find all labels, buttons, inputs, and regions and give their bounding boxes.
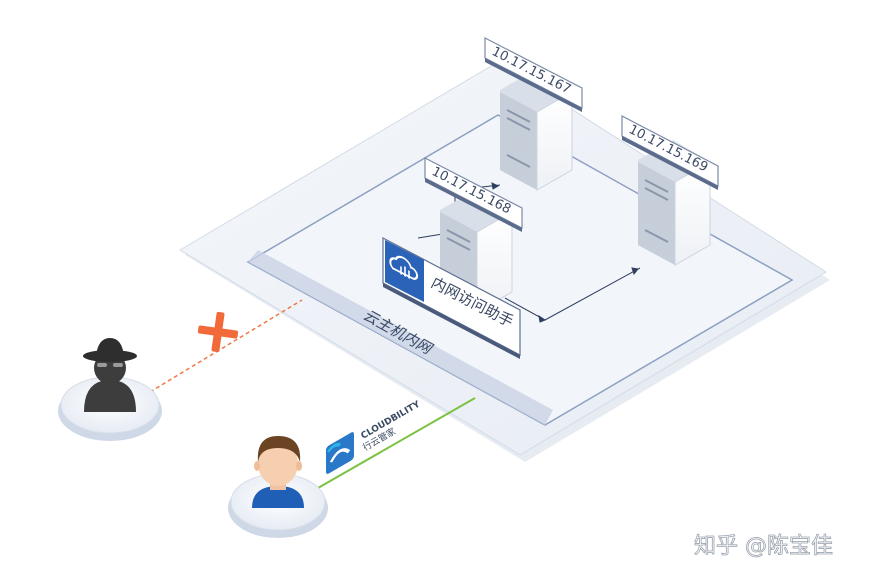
attacker-link: [149, 299, 303, 393]
blocked-x-icon: [197, 311, 239, 353]
intranet-helper: 内网访问助手: [382, 237, 521, 359]
hacker-icon: [83, 338, 137, 412]
watermark: 知乎 @陈宝佳: [694, 534, 833, 559]
user-link: [317, 397, 476, 489]
user: [228, 436, 328, 538]
attacker: [58, 338, 162, 441]
cloudbility-logo-icon: [326, 432, 354, 474]
server-167: [500, 70, 573, 191]
intranet-band: [248, 250, 553, 425]
user-avatar-icon: [252, 436, 304, 508]
cloud-logo-icon: [389, 255, 419, 280]
